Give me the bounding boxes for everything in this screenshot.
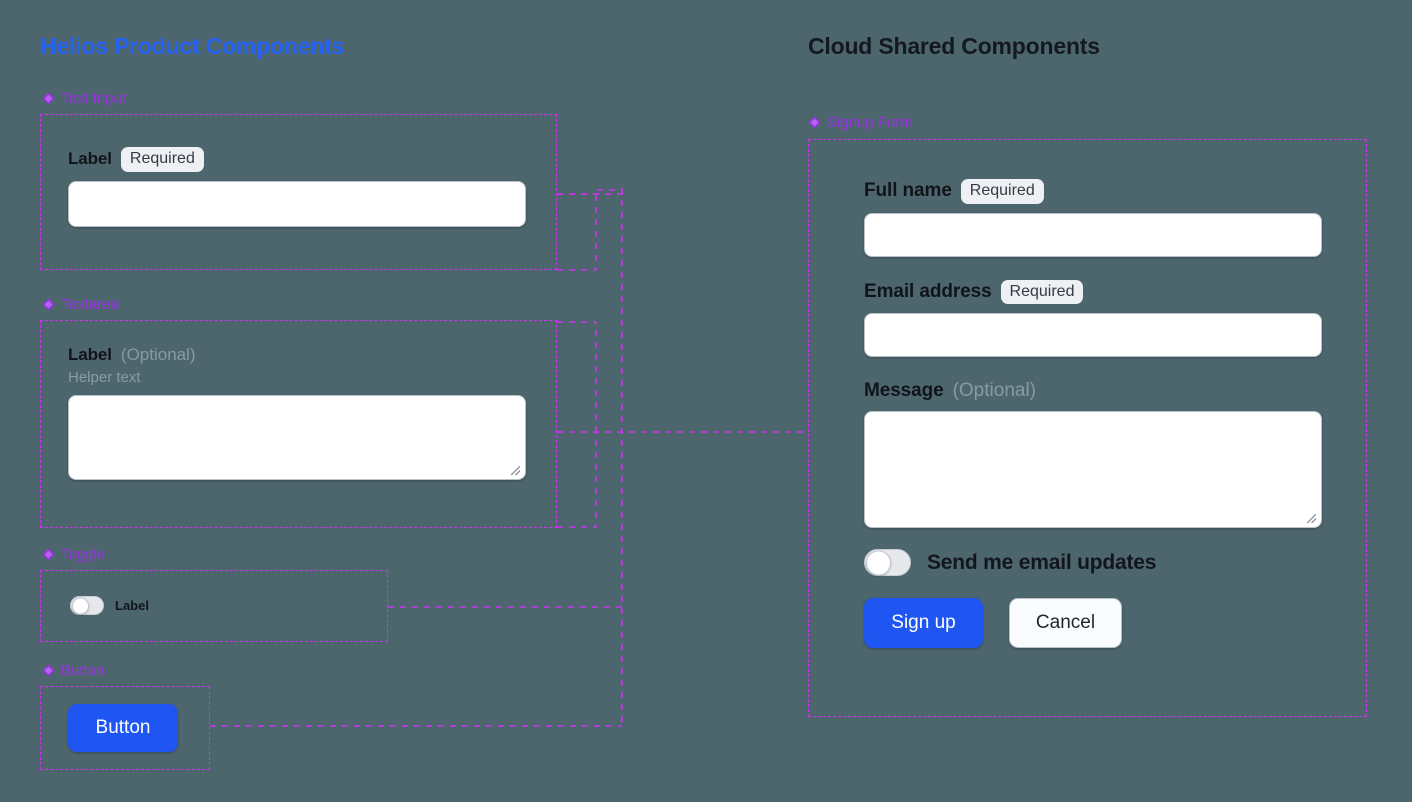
section-label-text-input: Text Input bbox=[42, 90, 126, 107]
section-label-text: Textarea bbox=[61, 296, 119, 313]
email-updates-label: Send me email updates bbox=[927, 550, 1157, 574]
section-label-text: Text Input bbox=[61, 90, 127, 107]
component-frame-textarea: Label (Optional) Helper text bbox=[40, 320, 557, 528]
section-label-text: Toggle bbox=[61, 546, 106, 563]
connector-step-top bbox=[557, 189, 622, 271]
demo-button[interactable]: Button bbox=[68, 704, 178, 752]
component-frame-signup-form: Full name Required Email address Require… bbox=[808, 139, 1367, 717]
cancel-button[interactable]: Cancel bbox=[1009, 598, 1122, 649]
component-frame-toggle: Label bbox=[40, 570, 388, 642]
section-label-textarea: Textarea bbox=[42, 296, 119, 313]
full-name-input[interactable] bbox=[864, 212, 1322, 257]
email-label: Email address bbox=[864, 280, 992, 302]
required-badge: Required bbox=[1000, 279, 1084, 305]
component-frame-text-input: Label Required bbox=[40, 114, 557, 270]
diamond-icon bbox=[42, 548, 55, 561]
optional-tag: (Optional) bbox=[120, 345, 196, 364]
section-label-toggle: Toggle bbox=[42, 546, 105, 563]
text-input-label-row: Label Required bbox=[68, 147, 528, 172]
diamond-icon bbox=[808, 116, 821, 129]
resize-grip-icon[interactable] bbox=[508, 463, 521, 476]
textarea-field-wrap[interactable] bbox=[68, 395, 526, 480]
connector-text-input bbox=[557, 190, 623, 195]
message-textarea[interactable] bbox=[864, 411, 1322, 529]
textarea-helper-text: Helper text bbox=[68, 369, 141, 386]
textarea-label: Label bbox=[68, 345, 112, 364]
email-updates-toggle-row: Send me email updates bbox=[864, 549, 1323, 577]
textarea-label-row: Label (Optional) bbox=[68, 345, 528, 365]
text-input-field[interactable] bbox=[68, 180, 526, 227]
diamond-icon bbox=[42, 664, 55, 677]
resize-grip-icon[interactable] bbox=[1304, 511, 1317, 524]
email-input[interactable] bbox=[864, 313, 1322, 358]
section-label-signup-form: Signup Form bbox=[808, 114, 913, 131]
component-frame-button: Button bbox=[40, 686, 210, 770]
section-label-text: Signup Form bbox=[827, 114, 913, 131]
toggle-knob bbox=[72, 597, 89, 614]
optional-tag: (Optional) bbox=[952, 380, 1036, 402]
full-name-label-row: Full name Required bbox=[864, 179, 1323, 204]
diamond-icon bbox=[42, 298, 55, 311]
signup-actions: Sign up Cancel bbox=[864, 598, 1323, 649]
toggle-label: Label bbox=[115, 598, 149, 613]
message-label: Message bbox=[864, 380, 944, 402]
email-updates-toggle[interactable] bbox=[864, 549, 911, 577]
section-label-text: Button bbox=[61, 662, 105, 679]
page-title-right: Cloud Shared Components bbox=[808, 33, 1100, 59]
text-input-label: Label bbox=[68, 149, 112, 169]
toggle-knob bbox=[866, 550, 891, 576]
required-badge: Required bbox=[120, 147, 204, 172]
connector-textarea-bottom bbox=[557, 432, 597, 528]
toggle-switch[interactable] bbox=[70, 596, 104, 615]
toggle-row: Label bbox=[70, 596, 149, 615]
page-title-left: Helios Product Components bbox=[40, 33, 345, 59]
section-label-button: Button bbox=[42, 662, 104, 679]
diamond-icon bbox=[42, 92, 55, 105]
message-label-row: Message (Optional) bbox=[864, 380, 1323, 402]
full-name-label: Full name bbox=[864, 180, 952, 202]
required-badge: Required bbox=[960, 179, 1044, 204]
email-label-row: Email address Required bbox=[864, 279, 1323, 305]
sign-up-button[interactable]: Sign up bbox=[864, 598, 983, 649]
